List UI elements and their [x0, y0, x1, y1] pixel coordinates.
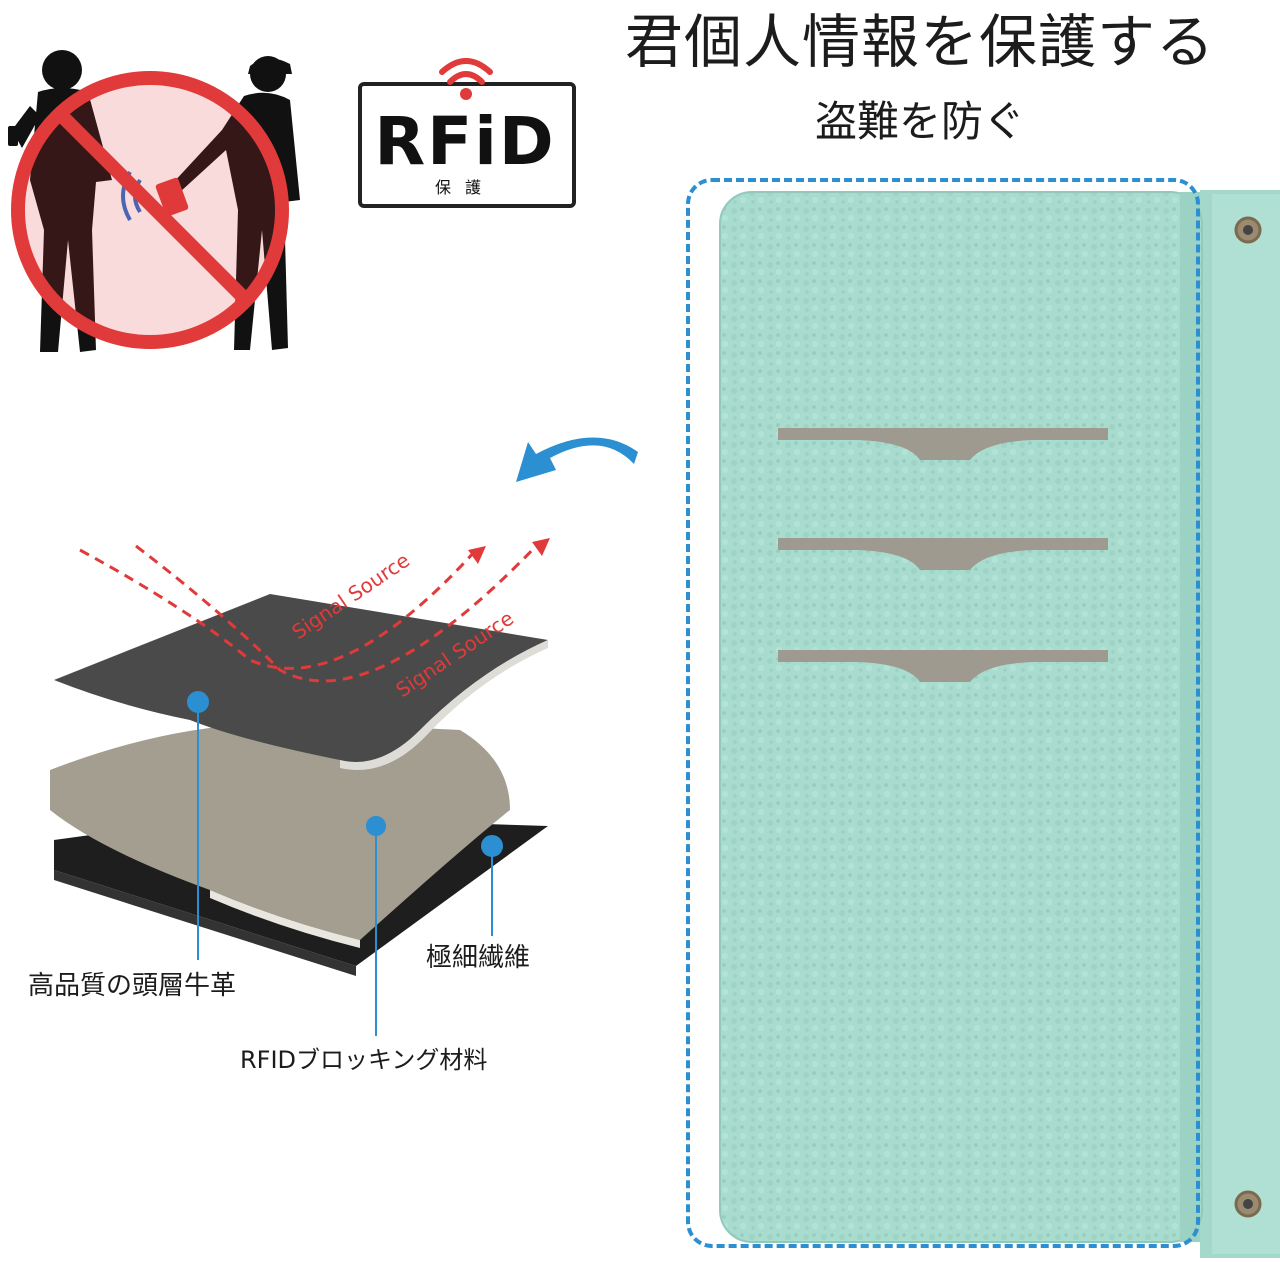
- card-panel: [719, 191, 1203, 1243]
- rfid-badge: RFiD 保護: [354, 48, 576, 208]
- card-slot: [778, 428, 1108, 460]
- no-theft-icon: [8, 50, 300, 352]
- card-slots: [778, 428, 1108, 682]
- subheadline: 盗難を防ぐ: [815, 97, 1026, 146]
- curved-arrow: [506, 424, 646, 504]
- wallet-case-image: [640, 170, 1280, 1258]
- card-slot: [778, 538, 1108, 570]
- blocking-layer: [50, 723, 510, 940]
- headline: 君個人情報を保護する: [625, 8, 1216, 76]
- highlight-frame: [686, 178, 1200, 1248]
- rfid-signal-icon: [439, 58, 493, 100]
- label-blocking-material: RFIDブロッキング材料: [240, 1046, 488, 1074]
- rfid-badge-title: RFiD: [374, 103, 556, 180]
- label-fiber: 極細繊維: [426, 943, 531, 973]
- card-slot: [778, 650, 1108, 682]
- label-leather: 高品質の頭層牛革: [28, 971, 237, 1001]
- rfid-badge-subtitle: 保護: [434, 178, 495, 197]
- rfid-badge-frame: [358, 82, 576, 208]
- curved-arrow-icon: [516, 437, 638, 482]
- material-layer-diagram: Signal Source Signal Source: [40, 520, 600, 980]
- no-theft-illustration: [0, 30, 330, 370]
